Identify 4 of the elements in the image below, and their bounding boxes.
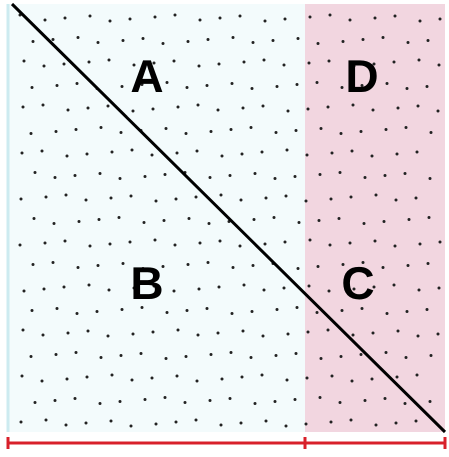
region-label: C bbox=[341, 260, 375, 306]
region-label: B bbox=[130, 260, 164, 306]
region-label: D bbox=[345, 53, 379, 99]
region-label: A bbox=[130, 53, 164, 99]
